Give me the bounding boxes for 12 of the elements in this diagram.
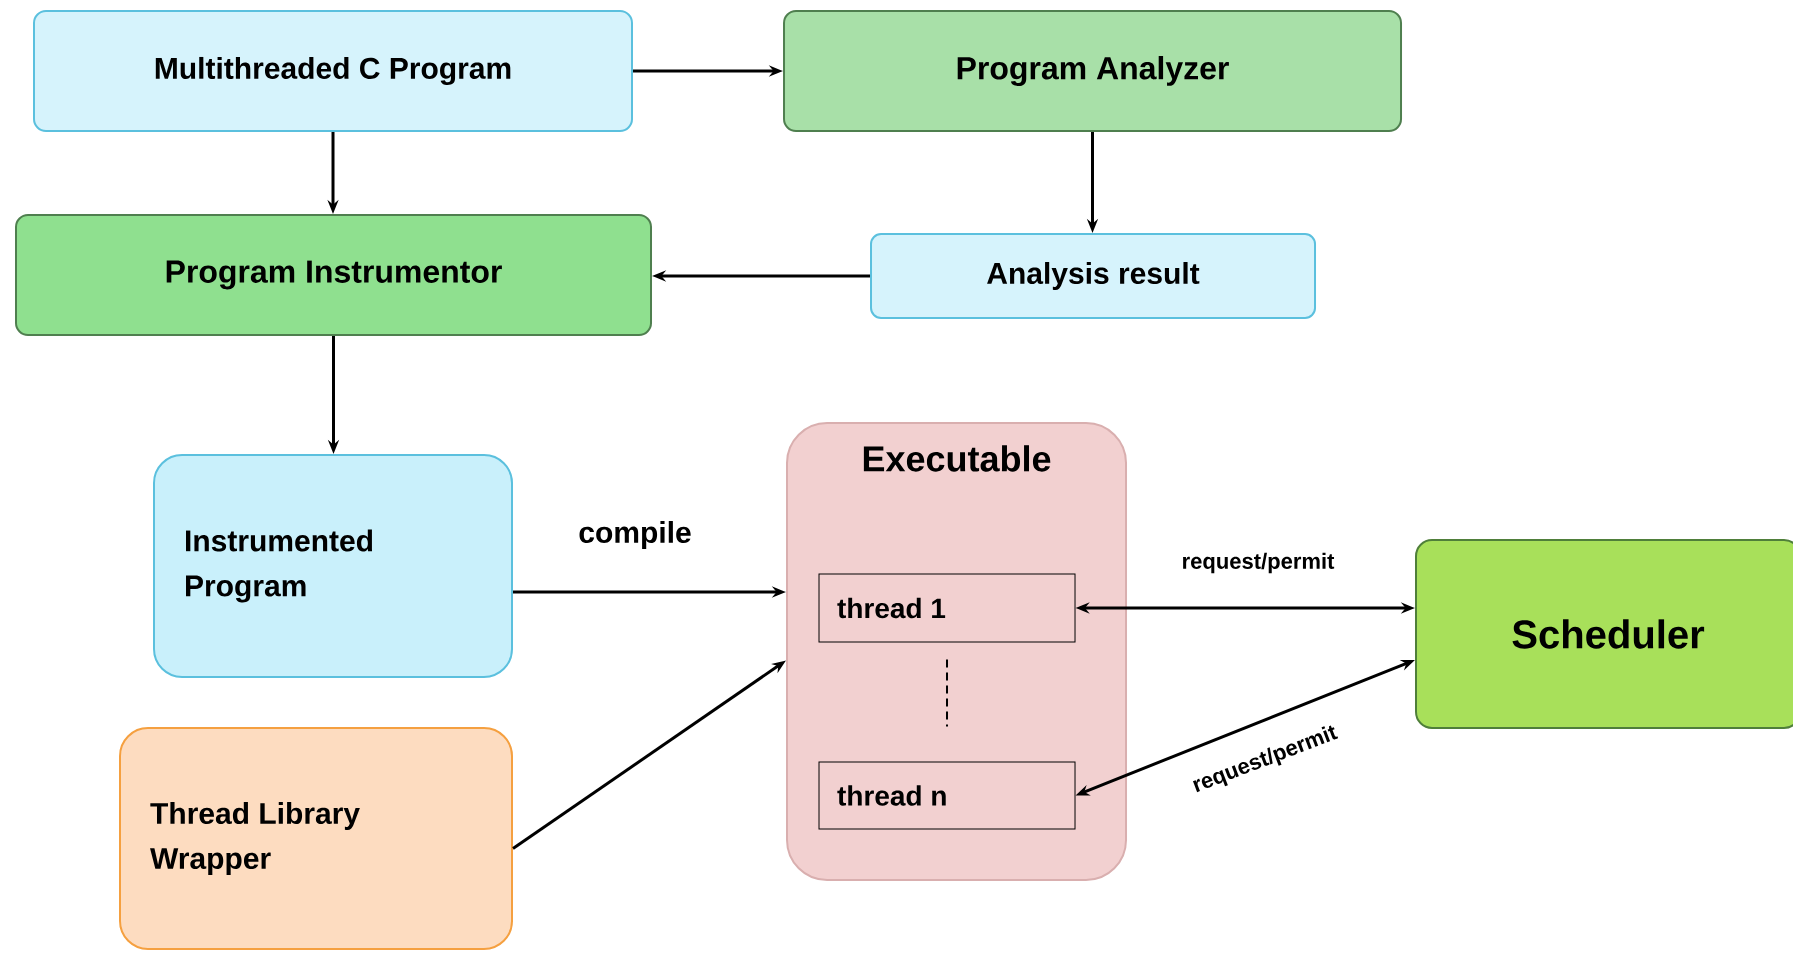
process-box: Thread Library Wrapper	[119, 727, 513, 950]
edge-label: request/permit	[1179, 550, 1337, 576]
process-box: Analysis result	[870, 233, 1316, 319]
process-box: Scheduler	[1415, 539, 1793, 729]
thread-box: thread n	[818, 761, 1076, 830]
process-box: Instrumented Program	[153, 454, 513, 678]
process-box: Multithreaded C Program	[33, 10, 633, 132]
dashed-line	[946, 658, 948, 728]
process-box: Program Analyzer	[783, 10, 1402, 132]
process-box: Program Instrumentor	[15, 214, 652, 336]
thread-box: thread 1	[818, 573, 1076, 643]
edge-label: compile	[576, 519, 694, 551]
